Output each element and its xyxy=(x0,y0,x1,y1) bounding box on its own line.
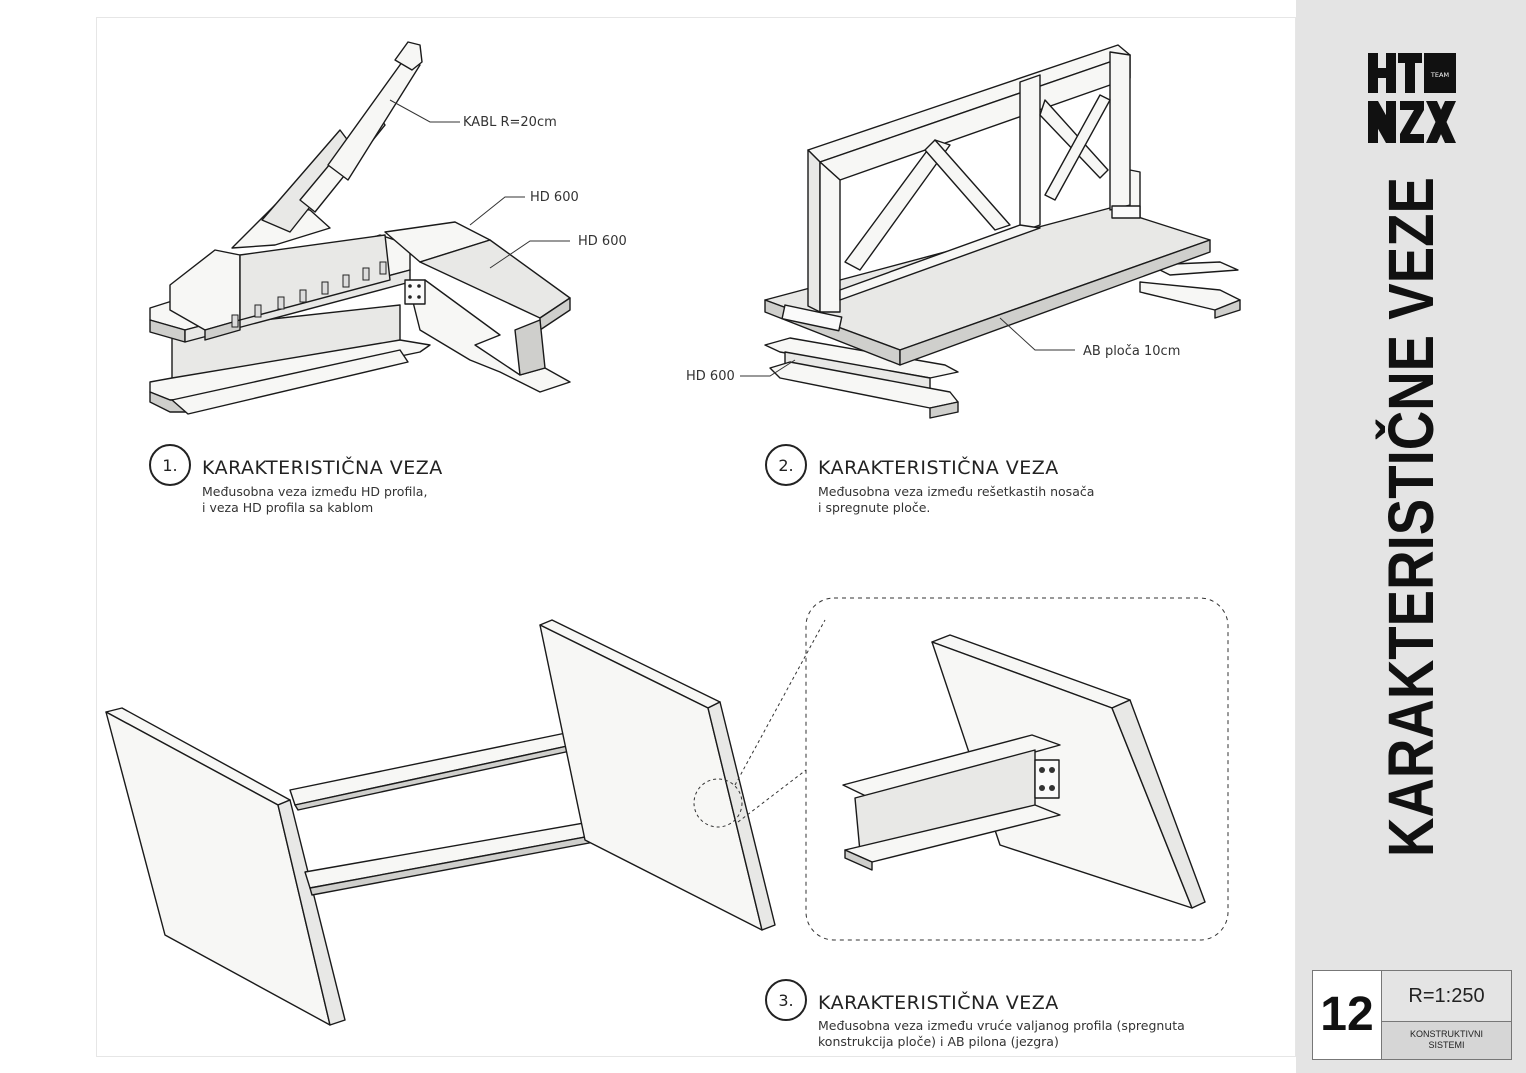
label-hd-600: HD 600 xyxy=(686,369,735,384)
detail-2-drawing: AB ploča 10cm HD 600 xyxy=(686,44,1241,419)
caption-1: 1. KARAKTERISTIČNA VEZA Međusobna veza i… xyxy=(149,444,443,515)
logo-team-label: TEAM xyxy=(1430,71,1449,79)
svg-text:konstrukcija ploče) i AB pilon: konstrukcija ploče) i AB pilona (jezgra) xyxy=(818,1034,1059,1049)
svg-text:1.: 1. xyxy=(162,456,177,475)
svg-text:i veza HD profila sa kablom: i veza HD profila sa kablom xyxy=(202,500,373,515)
steel-beam-upper xyxy=(289,727,596,806)
label-hd-600-a: HD 600 xyxy=(530,190,579,205)
splice-plate xyxy=(404,279,426,305)
svg-text:Međusobna veza između rešetkas: Međusobna veza između rešetkastih nosača xyxy=(818,484,1094,499)
svg-text:i spregnute ploče.: i spregnute ploče. xyxy=(818,500,930,515)
caption-1-title: KARAKTERISTIČNA VEZA xyxy=(202,455,443,479)
enlarged-detail-frame xyxy=(805,597,1229,941)
detail-zoom-marker xyxy=(693,778,743,828)
detail-number-badge xyxy=(765,444,807,486)
detail-number-badge xyxy=(765,979,807,1021)
label-cable: KABL R=20cm xyxy=(463,115,557,130)
drawing-category: KONSTRUKTIVNI SISTEMI xyxy=(1382,1022,1511,1059)
sheet-title: KARAKTERISTIČNE VEZE xyxy=(1374,177,1447,857)
label-ab-slab: AB ploča 10cm xyxy=(1083,344,1180,359)
title-block: 12 R=1:250 KONSTRUKTIVNI SISTEMI xyxy=(1312,970,1512,1060)
label-hd-600-b: HD 600 xyxy=(578,234,627,249)
caption-2-title: KARAKTERISTIČNA VEZA xyxy=(818,455,1059,479)
detail-3-drawing xyxy=(105,597,1229,1026)
detail-1-drawing: KABL R=20cm HD 600 HD 600 xyxy=(149,41,627,415)
sidebar-panel xyxy=(1296,0,1526,1073)
svg-text:Međusobna veza između HD profi: Međusobna veza između HD profila, xyxy=(202,484,427,499)
sheet-number: 12 xyxy=(1313,971,1382,1059)
caption-3: 3. KARAKTERISTIČNA VEZA Međusobna veza i… xyxy=(765,979,1185,1049)
hd-600-lower-beam xyxy=(764,337,959,379)
svg-text:3.: 3. xyxy=(778,991,793,1010)
end-plate xyxy=(1034,759,1060,799)
caption-3-title: KARAKTERISTIČNA VEZA xyxy=(818,990,1059,1014)
svg-text:Međusobna veza između vruće va: Međusobna veza između vruće valjanog pro… xyxy=(818,1018,1185,1033)
shear-connectors xyxy=(781,304,843,332)
cable-rod xyxy=(327,57,421,181)
detail-number-badge xyxy=(149,444,191,486)
svg-text:2.: 2. xyxy=(778,456,793,475)
drawing-scale: R=1:250 xyxy=(1382,971,1511,1022)
caption-2: 2. KARAKTERISTIČNA VEZA Međusobna veza i… xyxy=(765,444,1094,515)
bolt-row xyxy=(231,261,387,328)
htnzx-team-logo-icon: TEAM xyxy=(1368,53,1456,143)
rolled-profile-detail xyxy=(842,734,1061,799)
svg-text:KARAKTERISTIČNE VEZE: KARAKTERISTIČNE VEZE xyxy=(1374,177,1447,857)
